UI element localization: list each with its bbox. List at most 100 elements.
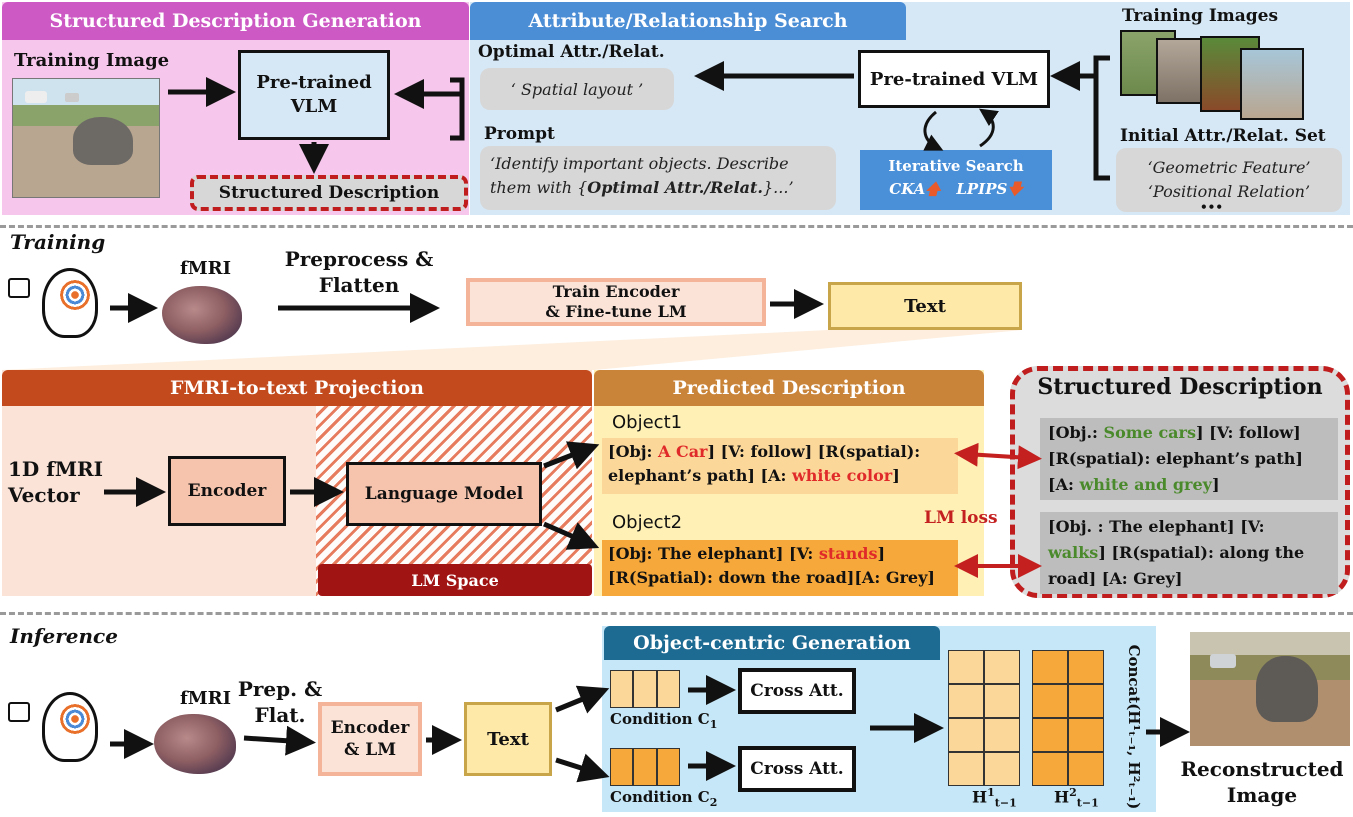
obj2-line-1: [Obj: The elephant] [V: stands] — [608, 542, 952, 566]
cka-label: CKA — [889, 179, 926, 198]
structured-description-box: Structured Description — [190, 175, 468, 211]
obj2-v4: Grey — [885, 568, 928, 587]
prep-line-1: Prep. & — [237, 677, 323, 701]
photo-icon — [8, 702, 30, 722]
gt1-p6: [A: — [1048, 475, 1080, 494]
cond2-cell — [633, 748, 657, 786]
h1-cell — [984, 650, 1020, 684]
preprocess-line-2: Flatten — [318, 273, 400, 297]
ocg-title: Object-centric Generation — [604, 626, 940, 660]
gt1-v2: follow — [1238, 423, 1294, 442]
gt-box-2: [Obj. : The elephant] [V: walks] [R(spat… — [1040, 512, 1338, 594]
gt1-line-3: [A: white and grey] — [1048, 472, 1330, 498]
prompt-label: Prompt — [484, 124, 555, 144]
h1-text: H — [972, 787, 988, 807]
h2-cell — [1032, 718, 1068, 752]
h1-cell — [948, 752, 984, 786]
h2-cell — [1068, 718, 1104, 752]
condition-1-grid — [610, 670, 680, 708]
fmri-brain-inference — [154, 714, 236, 774]
language-model-box: Language Model — [346, 462, 542, 526]
h2-cell — [1068, 684, 1104, 718]
lm-loss-label: LM loss — [924, 508, 998, 528]
optimal-label: Optimal Attr./Relat. — [478, 42, 665, 62]
gt2-p2: ] [V: — [1227, 517, 1265, 536]
vlm-line-1: Pre-trained — [256, 72, 372, 93]
bracket-training-set — [1093, 55, 1110, 181]
training-image-label: Training Image — [14, 50, 170, 71]
car-shape — [65, 93, 79, 102]
prompt-line-1: ‘Identify important objects. Describe — [490, 154, 789, 173]
loop-arrow-right — [979, 108, 999, 148]
initial-ellipsis: ••• — [1200, 200, 1224, 214]
condition-2-grid — [610, 748, 680, 786]
pretrained-vlm-box: Pre-trained VLM — [238, 50, 390, 140]
head-icon-inference — [8, 686, 98, 766]
reconstructed-image — [1190, 632, 1350, 746]
arrow-lm-to-obj2 — [543, 521, 600, 550]
gt1-line-2: [R(spatial): elephant’s path] — [1048, 446, 1330, 472]
obj2-p2: ] [V: — [775, 544, 819, 563]
object2-box: [Obj: The elephant] [V: stands] [R(Spati… — [602, 540, 958, 596]
fmri-label: fMRI — [180, 258, 232, 279]
cond2-text: Condition C — [610, 788, 710, 806]
obj2-p1: [Obj: — [608, 544, 658, 563]
brain-target-icon — [60, 704, 90, 734]
training-section-label: Training — [10, 230, 106, 254]
loss-arrow-1 — [954, 442, 1042, 470]
predicted-title: Predicted Description — [594, 370, 984, 406]
gt1-p3: ] — [1293, 423, 1301, 442]
pretrained-vlm-right-box: Pre-trained VLM — [858, 50, 1050, 108]
h1-cell — [948, 650, 984, 684]
h1-grid — [948, 650, 1020, 786]
brain-target-icon — [60, 280, 90, 310]
fmri-brain — [162, 286, 242, 344]
obj2-line-2: [R(Spatial): down the road][A: Grey] — [608, 566, 952, 590]
prompt-box: ‘Identify important objects. Describe th… — [480, 146, 836, 210]
gt2-p3: ] [R(spatial): — [1098, 543, 1220, 562]
h2-sub: t−1 — [1076, 796, 1099, 810]
encoder-lm-line-1: Encoder — [330, 718, 410, 738]
obj2-v2: stands — [818, 544, 878, 563]
gt-box-1: [Obj.: Some cars] [V: follow] [R(spatial… — [1040, 418, 1338, 500]
gt1-p5: ] — [1295, 449, 1303, 468]
encoder-lm-line-2: & LM — [343, 740, 397, 760]
h1-cell — [948, 684, 984, 718]
obj2-p5: ][A: — [846, 568, 886, 587]
encoder-box: Encoder — [168, 456, 286, 526]
training-image — [12, 78, 160, 198]
top-arrows — [168, 55, 1110, 181]
obj2-v3: down the road — [718, 568, 847, 587]
gt1-p1: [Obj.: — [1048, 423, 1104, 442]
lpips-label: LPIPS — [956, 179, 1008, 198]
obj1-p3: elephant’s path] [A: — [608, 466, 792, 485]
h1-sub: t−1 — [994, 796, 1017, 810]
gt1-v1: Some cars — [1103, 423, 1196, 442]
up-arrow-icon: 🡅 — [925, 179, 941, 198]
divider-2 — [0, 612, 1353, 615]
gt2-line-1: [Obj. : The elephant] [V: — [1048, 514, 1330, 540]
vector-line-2: Vector — [8, 483, 80, 507]
gt1-v4: white and grey — [1079, 475, 1212, 494]
stack-image-4 — [1240, 48, 1304, 120]
gt2-p1: [Obj. : — [1048, 517, 1110, 536]
inference-arrows — [110, 675, 1190, 783]
reconstructed-line-1: Reconstructed — [1180, 757, 1344, 781]
h2-label: H2t−1 — [1054, 786, 1099, 810]
gt2-p4: ] [A: — [1088, 569, 1134, 588]
prep-line-2: Flat. — [254, 703, 306, 727]
h2-cell — [1068, 650, 1104, 684]
h2-cell — [1032, 650, 1068, 684]
reconstructed-label: Reconstructed Image — [1172, 756, 1352, 808]
prompt-line-2: them with {Optimal Attr./Relat.}...’ — [490, 176, 826, 200]
training-images-stack — [1120, 30, 1310, 122]
preprocess-line-1: Preprocess & — [284, 247, 434, 271]
cond1-cell — [633, 670, 657, 708]
elephant-shape — [73, 117, 133, 165]
vector-line-1: 1D fMRI — [8, 457, 103, 481]
divider-1 — [0, 225, 1353, 228]
arrow-lm-to-obj1 — [543, 441, 600, 470]
iterative-search-box: Iterative Search CKA🡅 LPIPS🡇 — [860, 150, 1052, 210]
gt2-v4: road — [1048, 569, 1089, 588]
cond1-cell — [610, 670, 634, 708]
